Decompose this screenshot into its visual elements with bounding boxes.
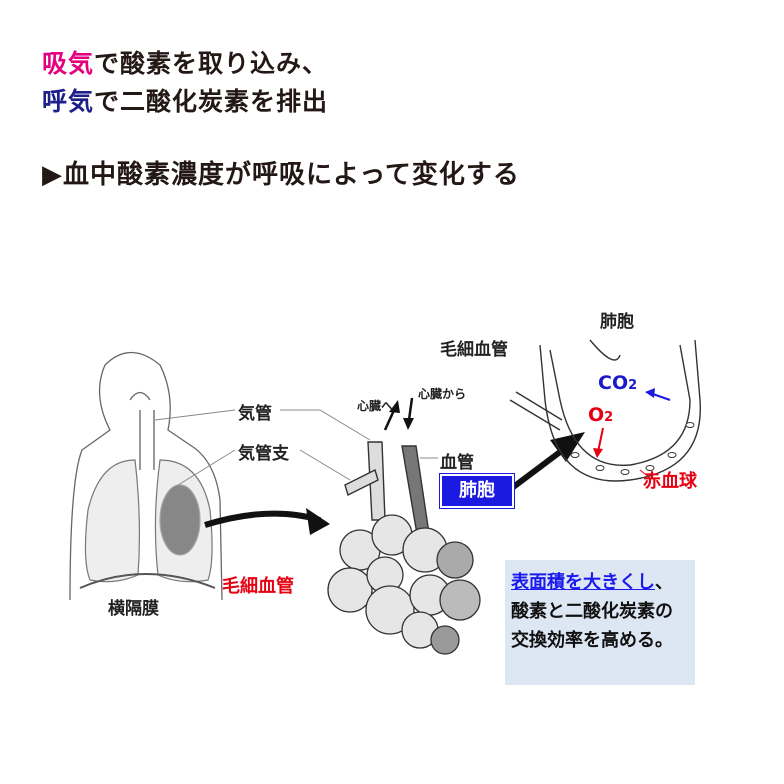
co2-subscript: 2 (628, 378, 638, 393)
alveoli-cluster (327, 514, 481, 655)
leader-lines (154, 409, 438, 491)
label-capillary-red: 毛細血管 (222, 576, 294, 597)
label-alveolus-box: 肺胞 (440, 474, 514, 508)
label-trachea: 気管 (238, 404, 272, 424)
o2-arrow (597, 427, 604, 453)
heading-line3: ▶血中酸素濃度が呼吸によって変化する (42, 160, 520, 190)
arrow-alveoli-to-detail (510, 449, 562, 491)
arrow-lung-to-alveoli (204, 510, 321, 528)
inhale-word: 吸気 (42, 49, 95, 78)
red-blood-cells (570, 422, 695, 475)
label-to-heart: 心臓へ (357, 399, 394, 413)
arrowhead (306, 508, 330, 535)
note-text: 、酸素と二酸化炭素の交換効率を高める。 (511, 572, 673, 651)
label-alveolus: 肺胞 (600, 312, 634, 332)
arrow-from-heart (407, 397, 414, 421)
o2-subscript: 2 (604, 410, 614, 425)
note-highlight: 表面積を大きくし (511, 572, 655, 593)
exhale-word: 呼気 (42, 87, 95, 116)
heading-line2-rest: で二酸化炭素を排出 (94, 87, 329, 116)
lungs (79, 410, 216, 589)
o2-text: O (588, 404, 605, 426)
heading-line1-rest: で酸素を取り込み、 (94, 49, 329, 78)
bronchi-vessels (344, 441, 431, 541)
human-torso (69, 352, 223, 601)
label-vessel: 血管 (440, 453, 474, 473)
label-from-heart: 心臓から (418, 387, 467, 401)
label-diaphragm: 横隔膜 (108, 599, 159, 619)
label-bronchus: 気管支 (238, 444, 289, 464)
note-box: 表面積を大きくし、酸素と二酸化炭素の交換効率を高める。 (505, 560, 695, 685)
label-capillary: 毛細血管 (440, 340, 508, 360)
label-red-blood-cell: 赤血球 (643, 471, 697, 492)
heading-line2: 呼気で二酸化炭素を排出 (42, 82, 328, 118)
label-o2: O2 (588, 404, 613, 426)
co2-text: CO (598, 372, 629, 394)
label-co2: CO2 (598, 372, 637, 394)
heading-line1: 吸気で酸素を取り込み、 (42, 44, 328, 80)
